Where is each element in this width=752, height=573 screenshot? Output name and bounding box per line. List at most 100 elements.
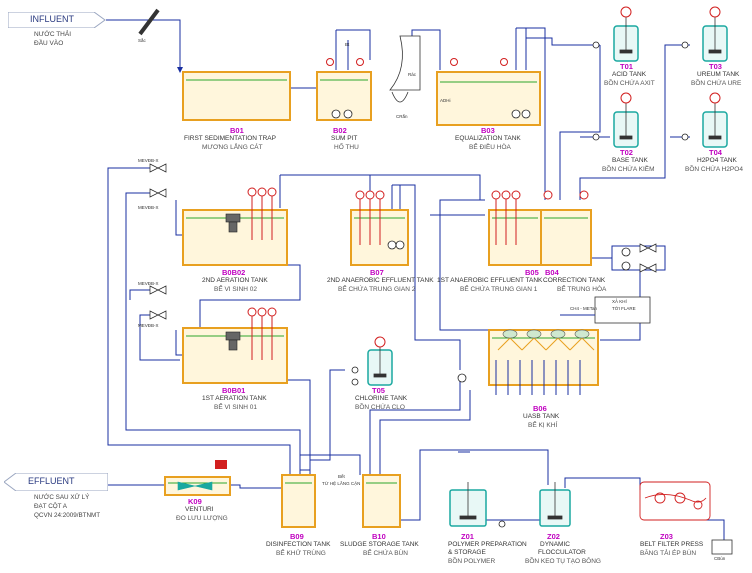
t05-vn: BỒN CHỨA CLO (355, 404, 405, 411)
waste-bin (391, 91, 409, 103)
label-ch4: CH4 - METan (570, 306, 598, 311)
tank-b04 (540, 209, 592, 266)
label-mev1: MEVĐB-X (138, 158, 159, 163)
pumps (331, 41, 689, 528)
tank-b09 (281, 474, 316, 528)
uasb-gas-domes (502, 329, 590, 339)
venturi-symbol (177, 481, 213, 491)
mixers (373, 16, 722, 520)
t01-vn: BỒN CHỨA AXIT (604, 80, 655, 87)
pipe-network (106, 19, 725, 540)
b10-name: SLUDGE STORAGE TANK (340, 541, 419, 548)
tank-b10 (362, 474, 401, 528)
effluent-sub3: QCVN 24:2009/BTNMT (34, 512, 101, 519)
b07-vn: BỂ CHỨA TRUNG GIAN 2 (338, 286, 416, 293)
aerators (225, 213, 241, 351)
b10-code: B10 (372, 532, 386, 541)
b02-vn: HỐ THU (334, 144, 359, 151)
b07-name: 2ND ANAEROBIC EFFLUENT TANK (327, 277, 434, 284)
b06-name: UASB TANK (523, 413, 560, 420)
label-mev2: MEVĐB-X (138, 205, 159, 210)
b09-code: B09 (290, 532, 304, 541)
t04-vn: BỒN CHỨA H2PO4 (685, 166, 743, 173)
venturi-indicator (215, 460, 227, 469)
b07-code: B07 (370, 268, 384, 277)
b06-code: B06 (533, 404, 547, 413)
k09-vn: ĐO LƯU LƯỢNG (176, 515, 228, 522)
bar-screen (138, 8, 160, 36)
b01-code: B01 (230, 126, 244, 135)
b0b01-name: 1ST AERATION TANK (202, 395, 267, 402)
b0b02-vn: BỂ VI SINH 02 (214, 286, 257, 293)
label-mev4: MEVĐB-X (138, 323, 159, 328)
z01-vn: BỒN POLYMER (448, 558, 496, 565)
t05-code: T05 (372, 386, 385, 395)
t01-code: T01 (620, 62, 633, 71)
rotary-screen (389, 35, 421, 91)
label-xa-khi: XẢ KHÍ (612, 299, 627, 304)
b0b02-name: 2ND AERATION TANK (202, 277, 268, 284)
k09-code: K09 (188, 497, 202, 506)
b05-code: B05 (525, 268, 539, 277)
b02-name: SUM PIT (331, 135, 358, 142)
influent-arrow: INFLUENT (8, 12, 106, 28)
b05-name: 1ST ANAEROBIC EFFLUENT TANK (437, 277, 543, 284)
b04-code: B04 (545, 268, 559, 277)
z02-vn: BỒN KEO TỤ TẠO BÔNG (525, 558, 601, 565)
t02-code: T02 (620, 148, 633, 157)
t04-code: T04 (709, 148, 722, 157)
instruments (247, 6, 721, 348)
z02-name2: FLOCCULATOR (538, 549, 586, 556)
b02-code: B02 (333, 126, 347, 135)
z01-code: Z01 (461, 532, 474, 541)
effluent-sub2: ĐẠT CỘT A (34, 503, 68, 510)
influent-sub1: NƯỚC THẢI (34, 31, 72, 38)
b04-vn: BỂ TRUNG HÒA (557, 286, 607, 293)
b10-vn: BỂ CHỨA BÙN (363, 550, 408, 557)
effluent-arrow: EFFLUENT (4, 473, 108, 491)
b0b02-code: B0B02 (222, 268, 246, 277)
b0b01-code: B0B01 (222, 386, 246, 395)
b03-name: EQUALIZATION TANK (455, 135, 521, 142)
valves (149, 163, 657, 320)
effluent-title: EFFLUENT (28, 476, 75, 486)
label-to-flare: TỚI FLARE (612, 306, 636, 311)
z02-code: Z02 (547, 532, 560, 541)
label-cran: CRắn (396, 114, 408, 119)
t02-vn: BỒN CHỨA KIỀM (602, 166, 655, 173)
k09-name: VENTURI (185, 506, 214, 513)
label-cbun: CBùn (714, 556, 726, 561)
z01-name2: & STORAGE (448, 549, 486, 556)
t04-name: H2PO4 TANK (697, 157, 737, 164)
belt-filter-press (639, 481, 711, 521)
flare-box (594, 296, 651, 324)
label-bt: Bt (345, 42, 350, 47)
sludge-cake-bin (711, 539, 733, 555)
t05-name: CHLORINE TANK (355, 395, 408, 402)
tank-b01 (182, 71, 291, 121)
label-rac: Rác (408, 72, 417, 77)
effluent-sub1: NƯỚC SAU XỬ LÝ (34, 494, 90, 501)
b0b01-vn: BỂ VI SINH 01 (214, 404, 257, 411)
b01-vn: MƯƠNG LẮNG CÁT (202, 144, 263, 151)
b03-code: B03 (481, 126, 495, 135)
t03-name: UREUM TANK (697, 71, 740, 78)
t01-name: ACID TANK (612, 71, 647, 78)
label-bet: Bết (338, 474, 345, 479)
b09-name: DISINFECTION TANK (266, 541, 331, 548)
label-mev3: MEVĐB-X (138, 281, 159, 286)
probes (251, 196, 517, 360)
label-sac: Sắc (138, 38, 146, 43)
t02-name: BASE TANK (612, 157, 648, 164)
b05-vn: BỂ CHỨA TRUNG GIAN 1 (460, 286, 538, 293)
t03-vn: BỒN CHỨA URE (691, 80, 742, 87)
label-adhi: ADHi (440, 98, 451, 103)
z03-code: Z03 (660, 532, 673, 541)
b01-name: FIRST SEDIMENTATION TRAP (184, 135, 276, 142)
t03-code: T03 (709, 62, 722, 71)
b04-name: CORRECTION TANK (543, 277, 606, 284)
b09-vn: BỂ KHỬ TRÙNG (276, 550, 326, 557)
influent-sub2: ĐẦU VÀO (34, 40, 64, 47)
